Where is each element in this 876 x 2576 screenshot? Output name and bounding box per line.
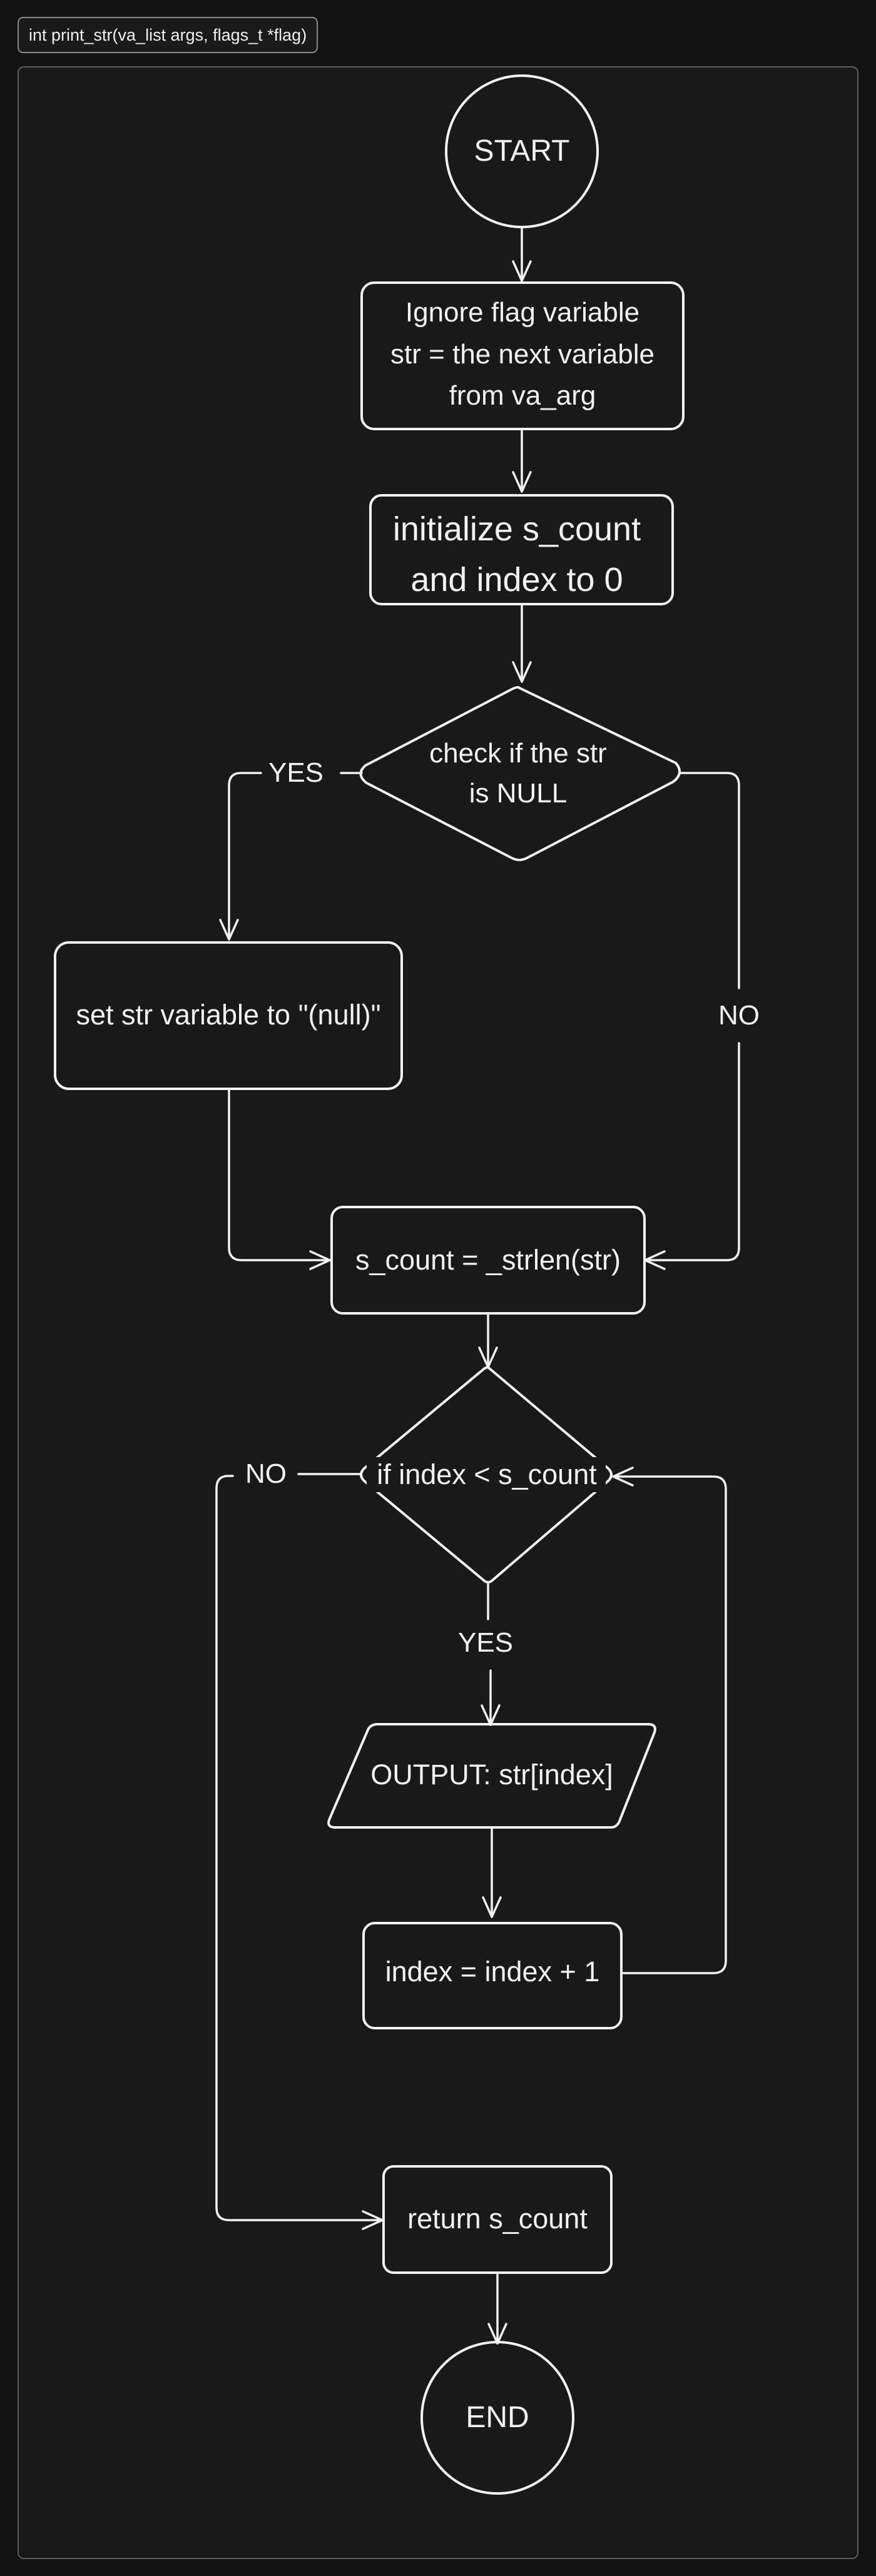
edges [215,226,740,2345]
edge-label-loop-yes: YES [458,1627,513,1658]
start-label: START [474,134,570,168]
edge-loop-no [215,1473,382,2220]
edge-label-null-yes: YES [268,757,323,788]
edge-increment-loop-back [612,1467,727,1974]
edge-set-null-to-strlen [228,1088,331,1270]
loop-check-node: if index < s_count [360,1366,613,1583]
end-label: END [466,2401,529,2434]
edge-label-null-no: NO [718,1000,760,1031]
check-null-line-2: is NULL [469,778,568,809]
edge-check-null-yes [229,772,363,939]
get-str-line-3: from va_arg [449,380,596,411]
init-line-1: initialize s_count [393,510,641,548]
check-null-node: check if the str is NULL [359,685,681,861]
init-node: initialize s_count and index to 0 [369,494,674,605]
loop-check-label: if index < s_count [377,1458,597,1490]
increment-node: index = index + 1 [362,1922,623,2029]
start-node: START [445,74,599,228]
end-node: END [420,2341,574,2495]
get-str-line-2: str = the next variable [390,339,654,370]
return-node: return s_count [382,2165,613,2274]
edge-check-null-no-lower [644,1042,740,1270]
check-null-line-1: check if the str [429,738,607,769]
strlen-node: s_count = _strlen(str) [330,1206,646,1315]
edge-check-null-no [680,772,740,989]
increment-label: index = index + 1 [385,1956,600,1988]
output-label: OUTPUT: str[index] [370,1759,613,1791]
return-label: return s_count [407,2203,588,2235]
set-null-label: set str variable to "(null)" [76,999,380,1031]
edge-label-loop-no: NO [245,1458,287,1489]
get-str-node: Ignore flag variable str = the next vari… [360,281,685,430]
output-node: OUTPUT: str[index] [327,1723,656,1829]
strlen-label: s_count = _strlen(str) [355,1244,621,1276]
set-null-node: set str variable to "(null)" [54,941,403,1090]
function-signature-label: int print_str(va_list args, flags_t *fla… [18,17,318,53]
init-line-2: and index to 0 [410,561,623,599]
get-str-line-1: Ignore flag variable [405,297,639,328]
